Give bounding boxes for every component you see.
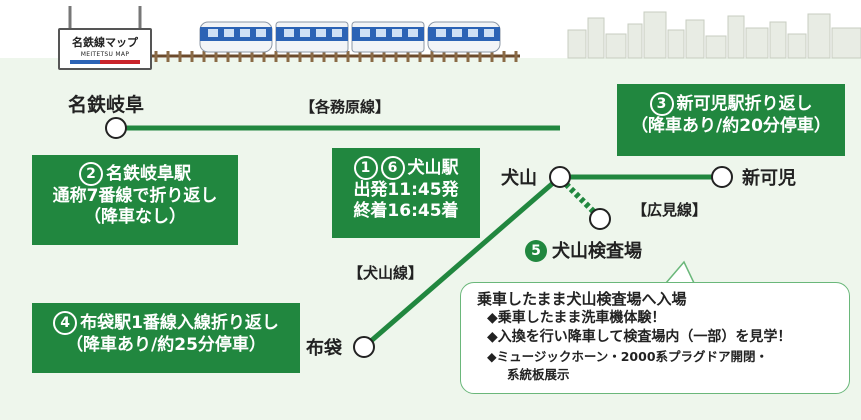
station-marker-inuyama[interactable] — [549, 166, 571, 188]
station-marker-shin-kani[interactable] — [711, 166, 733, 188]
bubble-tail — [665, 260, 695, 284]
map-sign: 名鉄線マップ MEITETSU MAP — [58, 28, 152, 70]
depot-name: 犬山検査場 — [552, 241, 642, 262]
number-6-icon: 6 — [380, 156, 405, 180]
gifu-box-line3: （降車なし） — [84, 207, 186, 228]
train-illustration — [199, 21, 501, 53]
number-2-icon: 2 — [79, 162, 103, 186]
station-label-inuyama: 犬山 — [501, 168, 537, 189]
bubble-item-horn: ◆ミュージックホーン・2000系プラグドア開閉・ — [487, 349, 769, 364]
depot-info-bubble: 乗車したまま犬山検査場へ入場 ◆乗車したまま洗車機体験！ ◆入換を行い降車して検… — [460, 282, 850, 394]
depot-number-icon: 5 — [525, 240, 547, 262]
inuyama-line — [362, 175, 562, 349]
train-car — [275, 21, 349, 53]
bubble-item-tour: ◆入換を行い降車して検査場内（一部）を見学！ — [487, 329, 792, 345]
number-1-icon: 1 — [353, 156, 378, 180]
number-3-icon: 3 — [649, 92, 674, 116]
bubble-title: 乗車したまま犬山検査場へ入場 — [477, 290, 687, 308]
gifu-box-line2: 通称7番線で折り返し — [52, 186, 218, 206]
sign-title: 名鉄線マップ — [72, 36, 138, 49]
shinkani-box-sub: （降車あり/約20分停車） — [631, 116, 831, 136]
city-skyline — [567, 11, 861, 59]
line-label-hiromi: 【広見線】 — [632, 201, 708, 219]
bubble-item-horn-cont: 系統板展示 — [507, 367, 570, 382]
train-car — [427, 21, 501, 53]
station-label-shin-kani: 新可児 — [742, 168, 796, 189]
hotei-box-sub: （降車あり/約25分停車） — [66, 335, 266, 355]
train-car — [351, 21, 425, 53]
station-marker-depot[interactable] — [589, 208, 611, 230]
bubble-item-wash: ◆乗車したまま洗車機体験！ — [487, 310, 666, 326]
inuyama-arrive-time: 終着16:45着 — [353, 201, 459, 222]
depot-branch-line — [563, 181, 601, 219]
sign-subtitle: MEITETSU MAP — [80, 51, 130, 58]
rail-track — [150, 51, 520, 62]
train-car — [199, 21, 273, 53]
sign-stripe-icon — [70, 60, 140, 64]
station-label-hotei: 布袋 — [306, 338, 342, 359]
line-label-inuyama: 【犬山線】 — [348, 264, 424, 282]
inuyama-depart-time: 出発11:45発 — [353, 180, 459, 200]
number-4-icon: 4 — [53, 311, 78, 335]
line-label-kakamigahara: 【各務原線】 — [300, 98, 391, 116]
station-marker-hotei[interactable] — [353, 336, 375, 358]
station-label-meitetsu-gifu: 名鉄岐阜 — [68, 94, 145, 116]
station-marker-meitetsu-gifu[interactable] — [105, 117, 127, 139]
